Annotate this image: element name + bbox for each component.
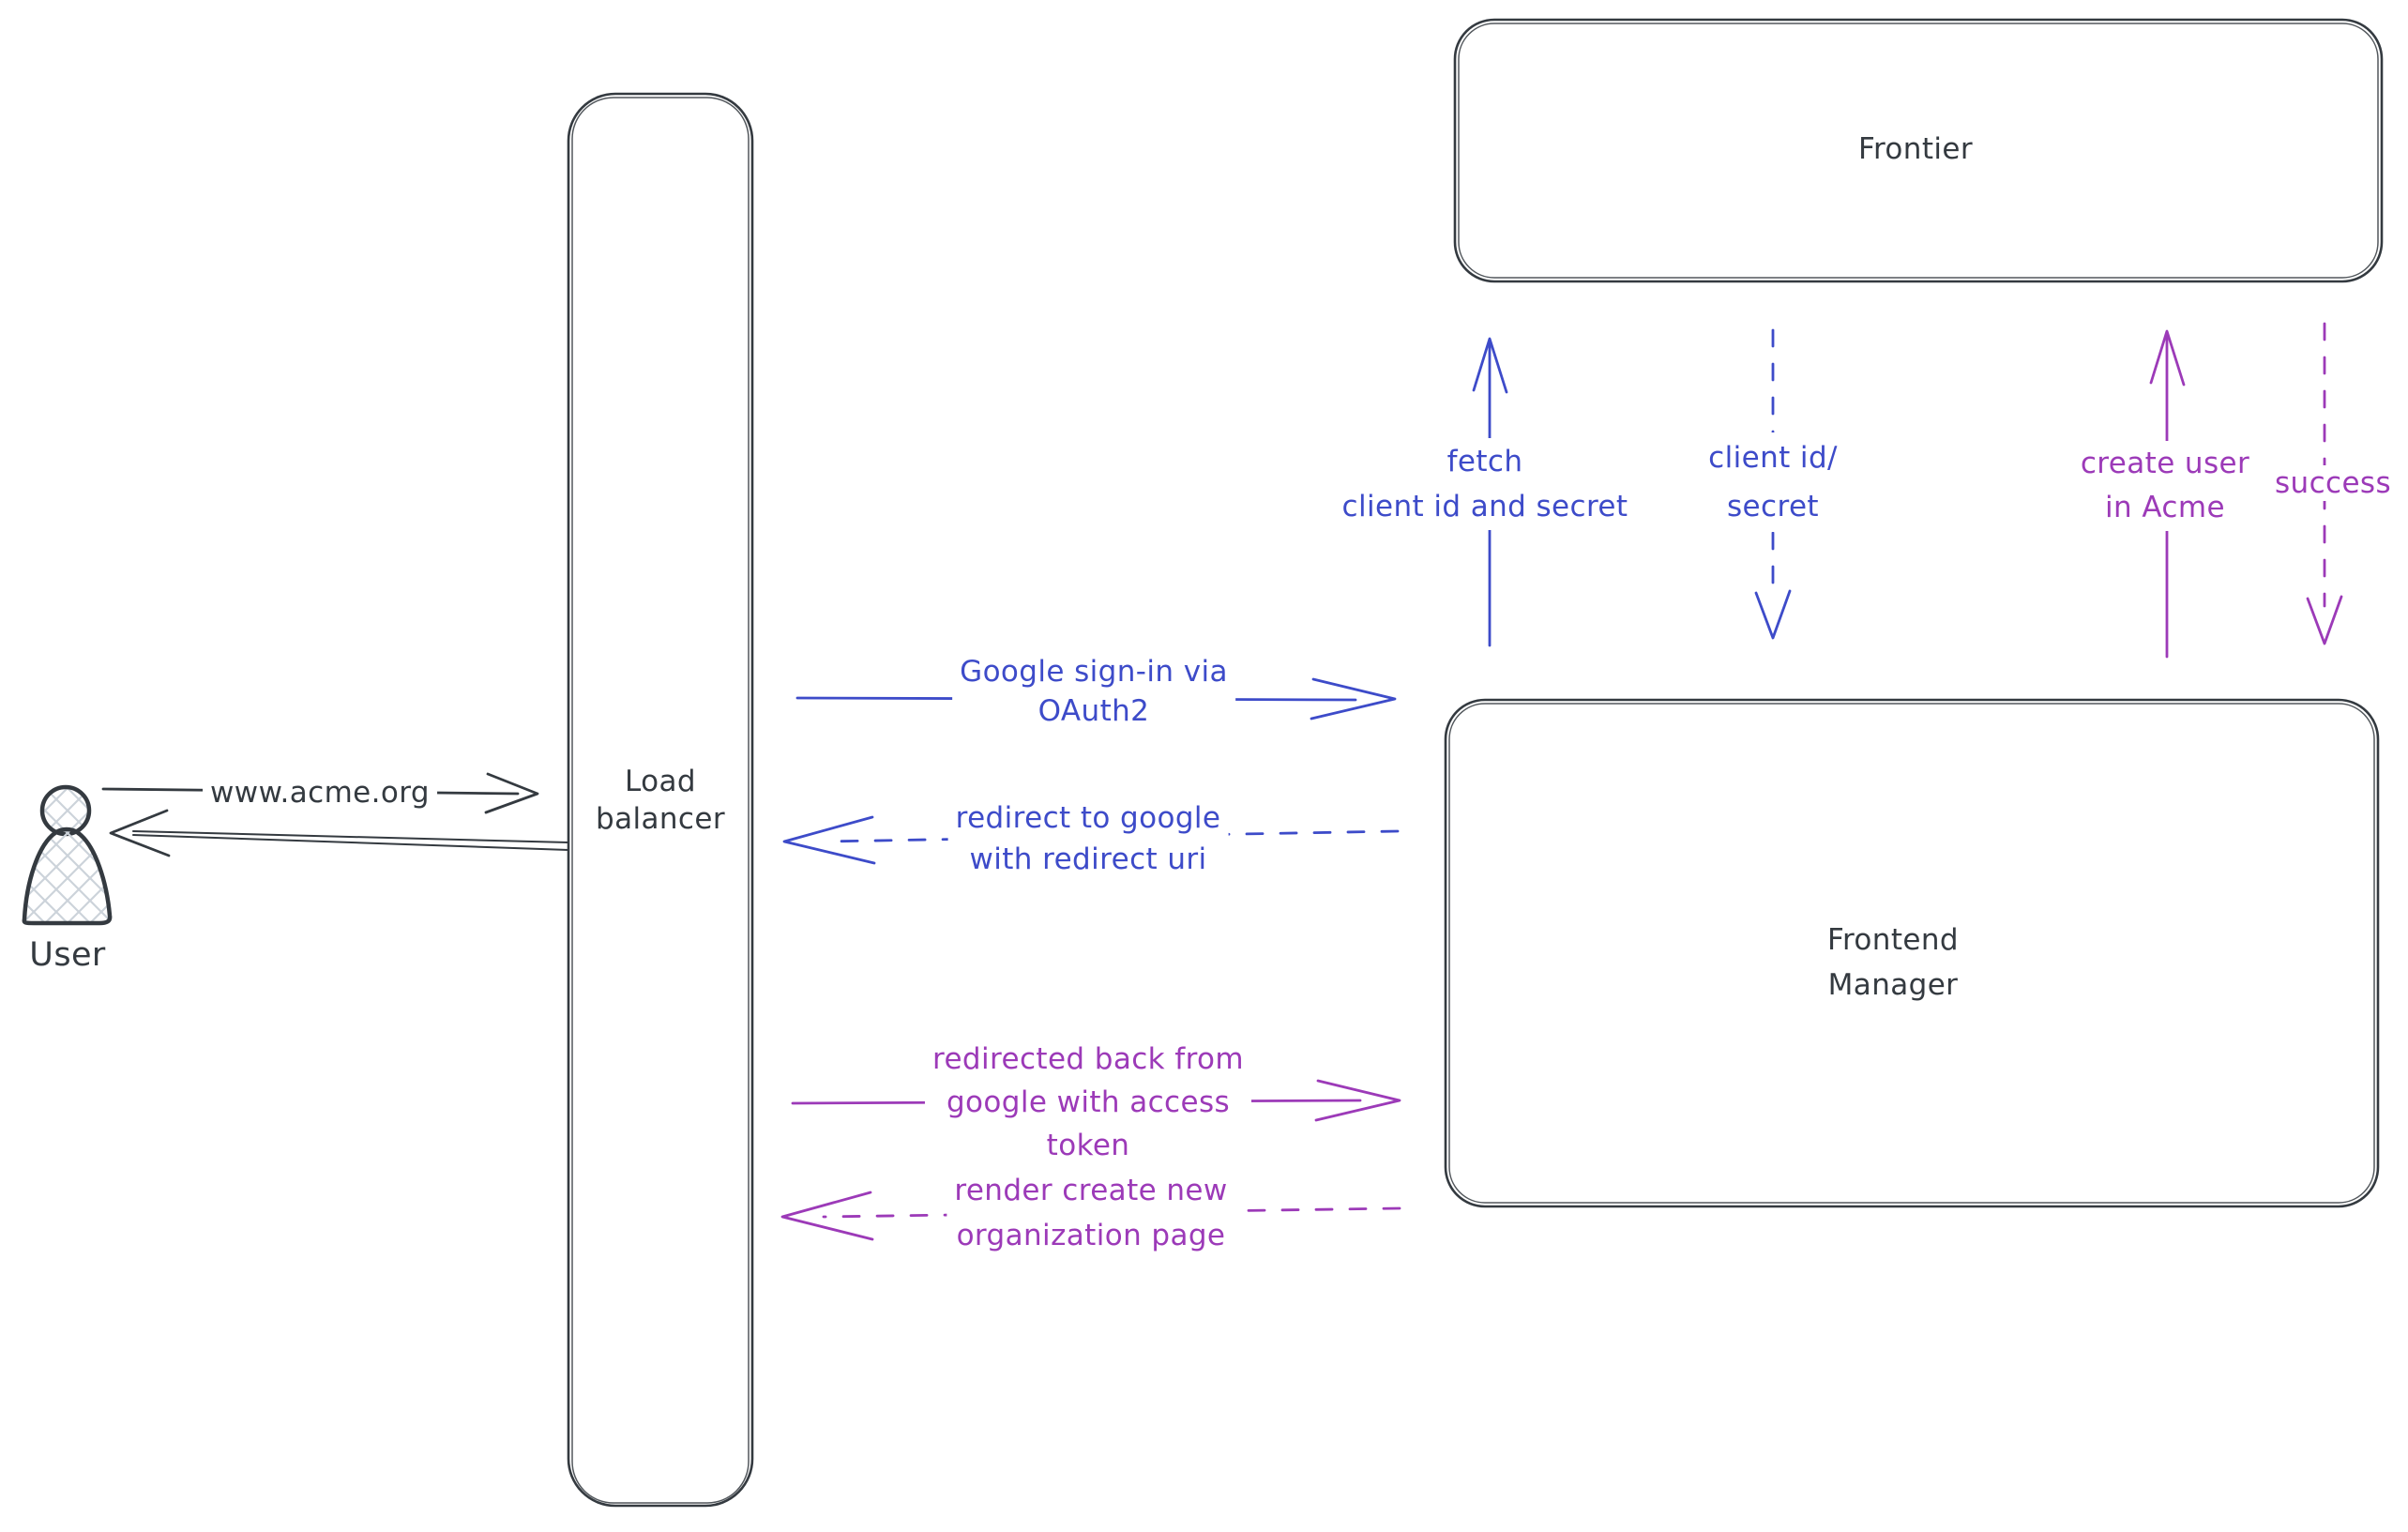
render-create-org-label: render create new organization page [947, 1167, 1235, 1259]
create-user-label-line2: in Acme [2105, 491, 2225, 524]
frontier-label: Frontier [1857, 132, 1974, 166]
client-id-secret-label-line1: client id/ [1708, 441, 1838, 475]
render-create-org-label-line1: render create new [954, 1174, 1228, 1207]
google-signin-label: Google sign-in via OAuth2 [952, 651, 1235, 732]
frontier-box [1453, 18, 2384, 283]
success-label: success [2266, 465, 2400, 501]
load-balancer-box [567, 92, 754, 1508]
load-balancer-label-line1: Load [625, 765, 696, 798]
www-acme-label: www.acme.org [203, 775, 437, 811]
client-id-secret-label-line2: secret [1727, 490, 1819, 523]
redirect-to-google-label-line2: with redirect uri [969, 842, 1207, 876]
google-signin-label-line1: Google sign-in via [960, 655, 1228, 689]
fetch-client-id-label-line1: fetch [1446, 445, 1523, 478]
frontend-manager-label-line1: Frontend [1826, 923, 1960, 957]
create-user-label: create user in Acme [2072, 441, 2258, 531]
redirect-to-google-label-line1: redirect to google [955, 801, 1221, 835]
frontend-manager-label-line2: Manager [1827, 968, 1959, 1002]
redirected-back-label: redirected back from google with access … [924, 1037, 1252, 1168]
google-signin-label-line2: OAuth2 [1037, 694, 1150, 728]
user-icon [22, 784, 113, 926]
load-balancer-label-line2: balancer [596, 802, 725, 836]
load-balancer-label: Load balancer [596, 763, 725, 838]
redirected-back-label-line1: redirected back from [931, 1042, 1245, 1076]
frontend-manager-box [1444, 698, 2380, 1208]
user-label: User [29, 936, 106, 974]
render-create-org-label-line2: organization page [956, 1219, 1226, 1252]
fetch-client-id-label: fetch client id and secret [1334, 438, 1636, 530]
arrow-render-create-org [780, 1191, 1401, 1241]
redirected-back-label-line2: google with access [946, 1085, 1231, 1119]
arrow-success [2306, 322, 2343, 645]
frontend-manager-label: Frontend Manager [1827, 918, 1959, 1008]
redirected-back-label-line3: token [1046, 1129, 1130, 1162]
client-id-secret-label: client id/ secret [1701, 432, 1845, 532]
redirect-to-google-label: redirect to google with redirect uri [947, 796, 1229, 881]
fetch-client-id-label-line2: client id and secret [1341, 490, 1628, 523]
create-user-label-line1: create user [2080, 447, 2250, 480]
arrow-back-to-user [109, 809, 569, 857]
